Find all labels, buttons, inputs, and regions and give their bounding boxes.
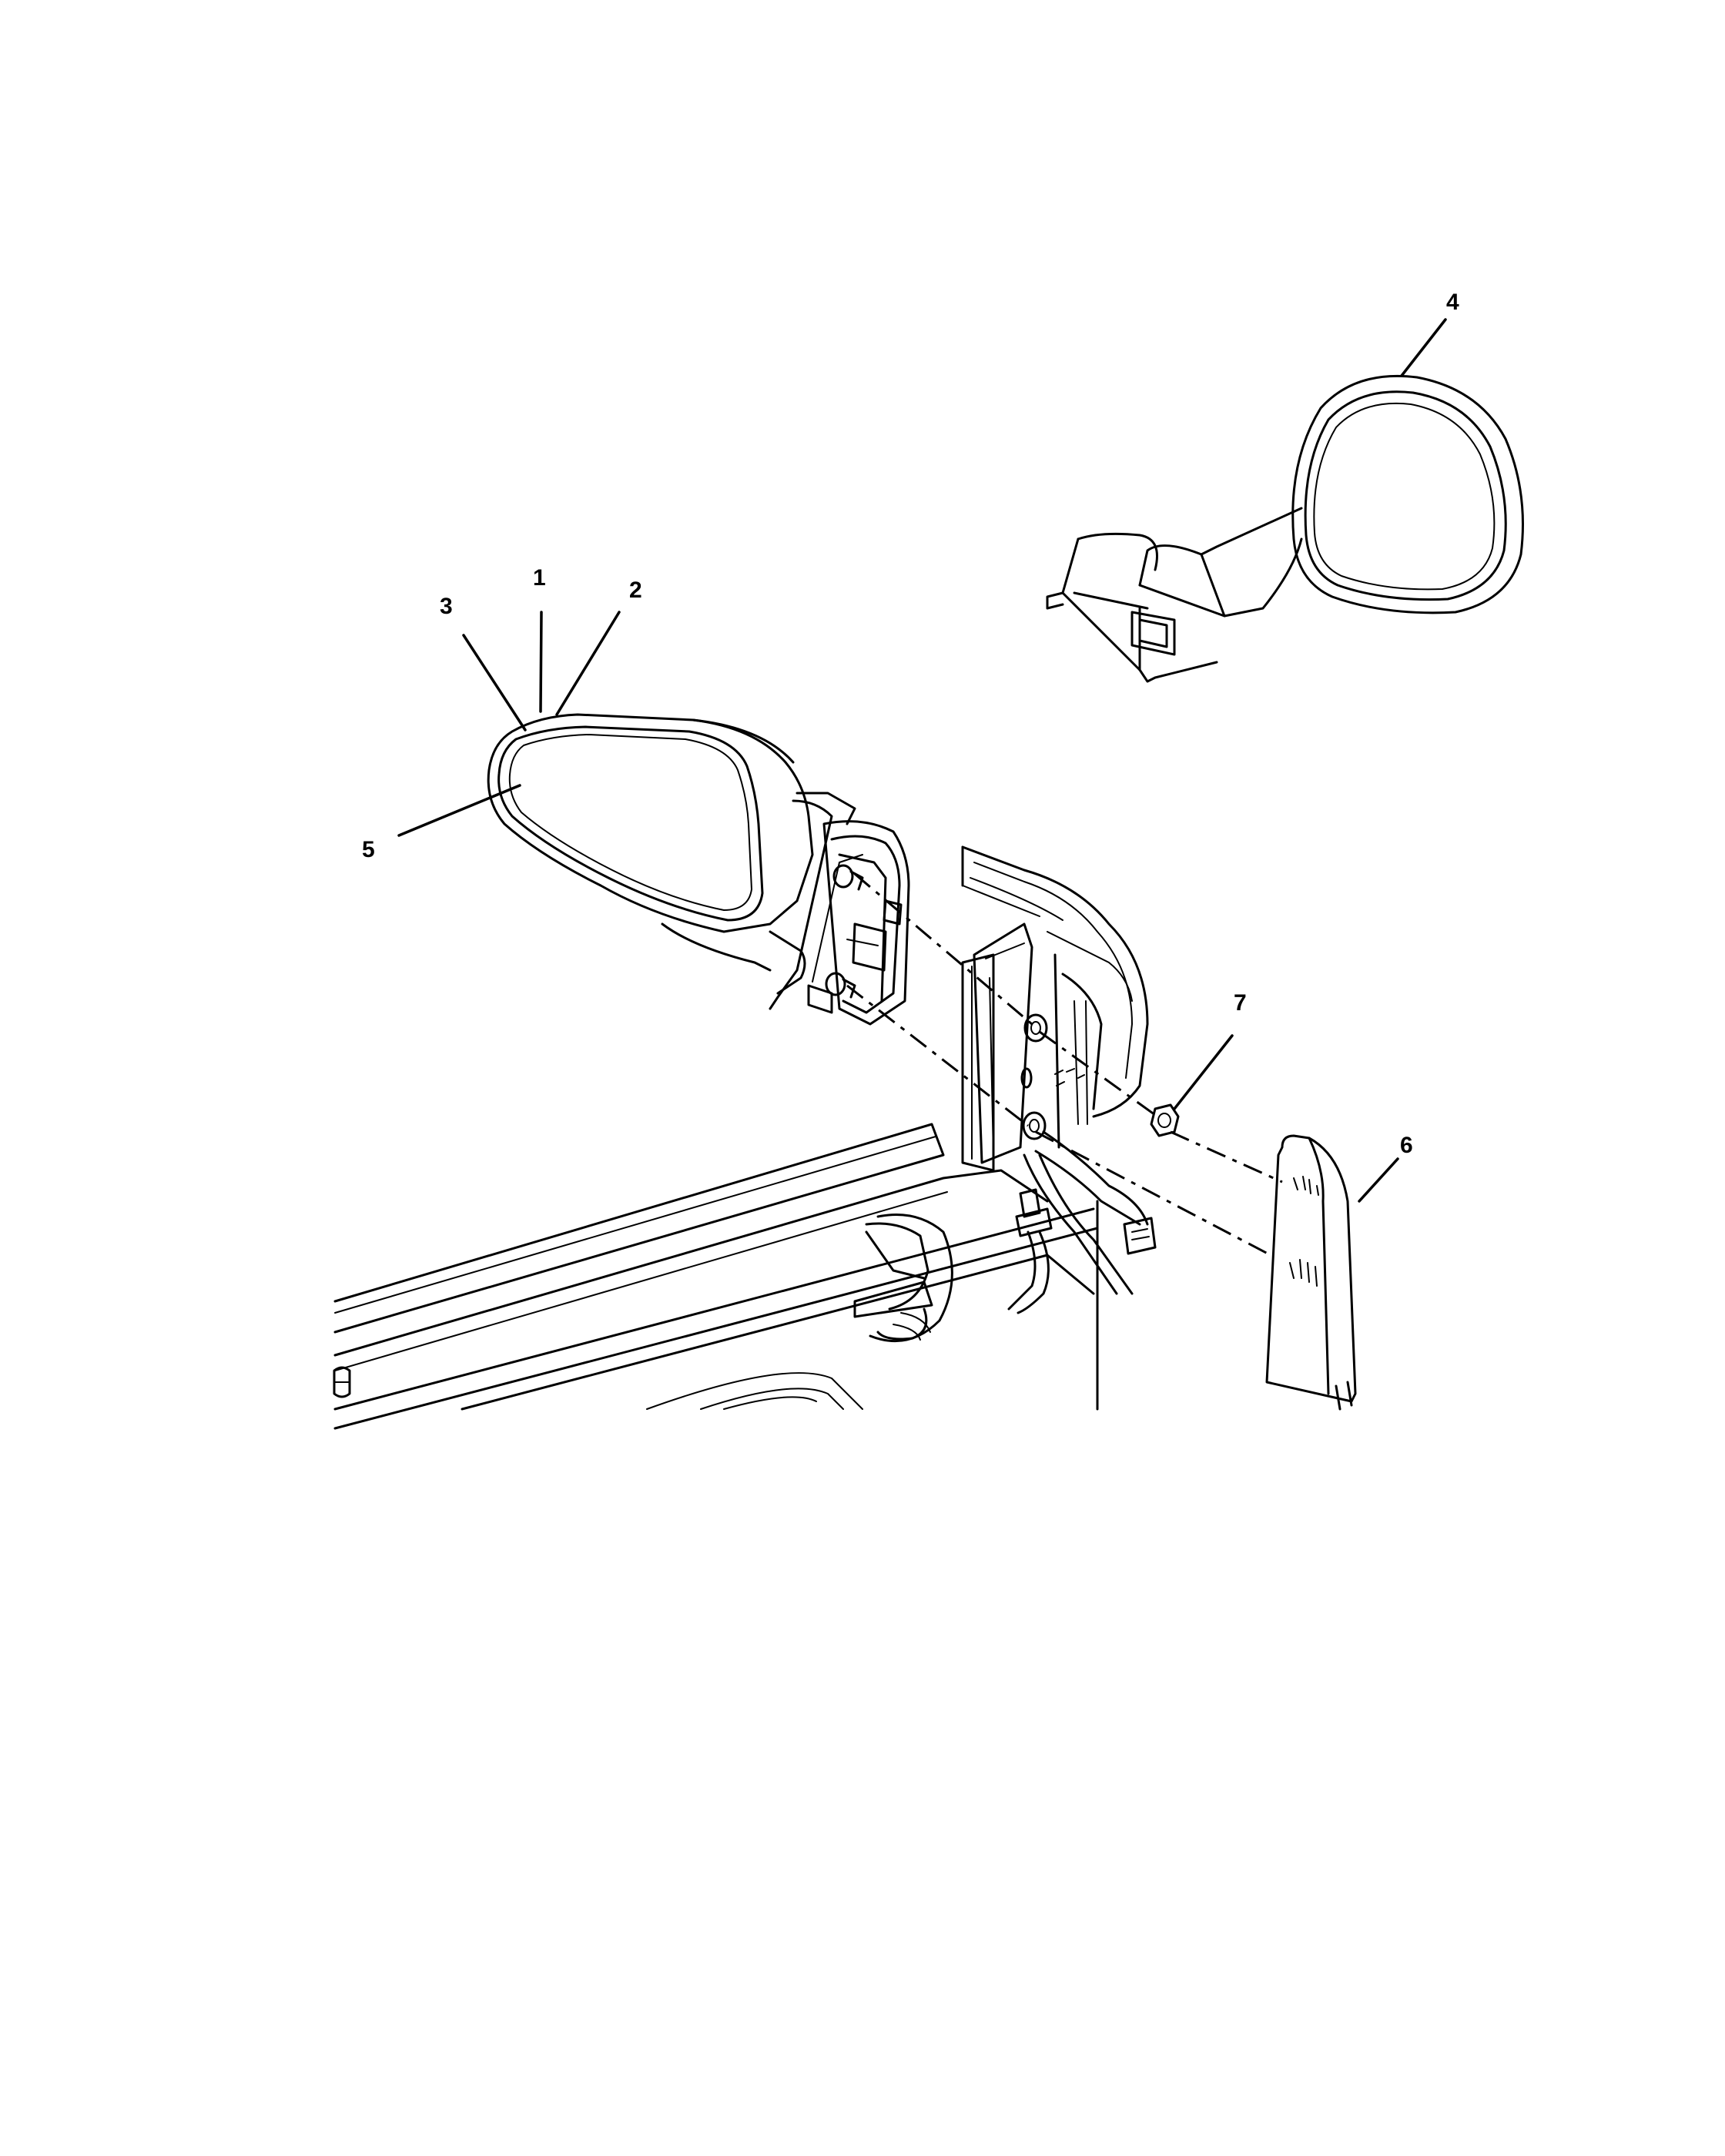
nut-7 <box>1150 1103 1180 1137</box>
wiring-harness <box>1007 1130 1157 1314</box>
callout-1: 1 <box>533 565 546 591</box>
callout-3: 3 <box>440 594 453 619</box>
callout-7: 7 <box>1234 990 1247 1016</box>
door-panel <box>333 1123 1099 1430</box>
callout-6: 6 <box>1400 1133 1413 1158</box>
main-mirror <box>487 713 910 1026</box>
callout-labels: 1 2 3 4 5 6 7 <box>362 290 1459 1158</box>
callout-2: 2 <box>629 578 642 603</box>
alignment-lines <box>846 872 1283 1257</box>
door-frame <box>961 845 1149 1172</box>
cover-6 <box>1265 1134 1357 1411</box>
callout-4: 4 <box>1446 290 1459 315</box>
mirror-glass-4 <box>1046 374 1524 683</box>
callout-5: 5 <box>362 837 375 862</box>
door-handle <box>853 1214 953 1343</box>
leader-lines <box>397 318 1447 1203</box>
